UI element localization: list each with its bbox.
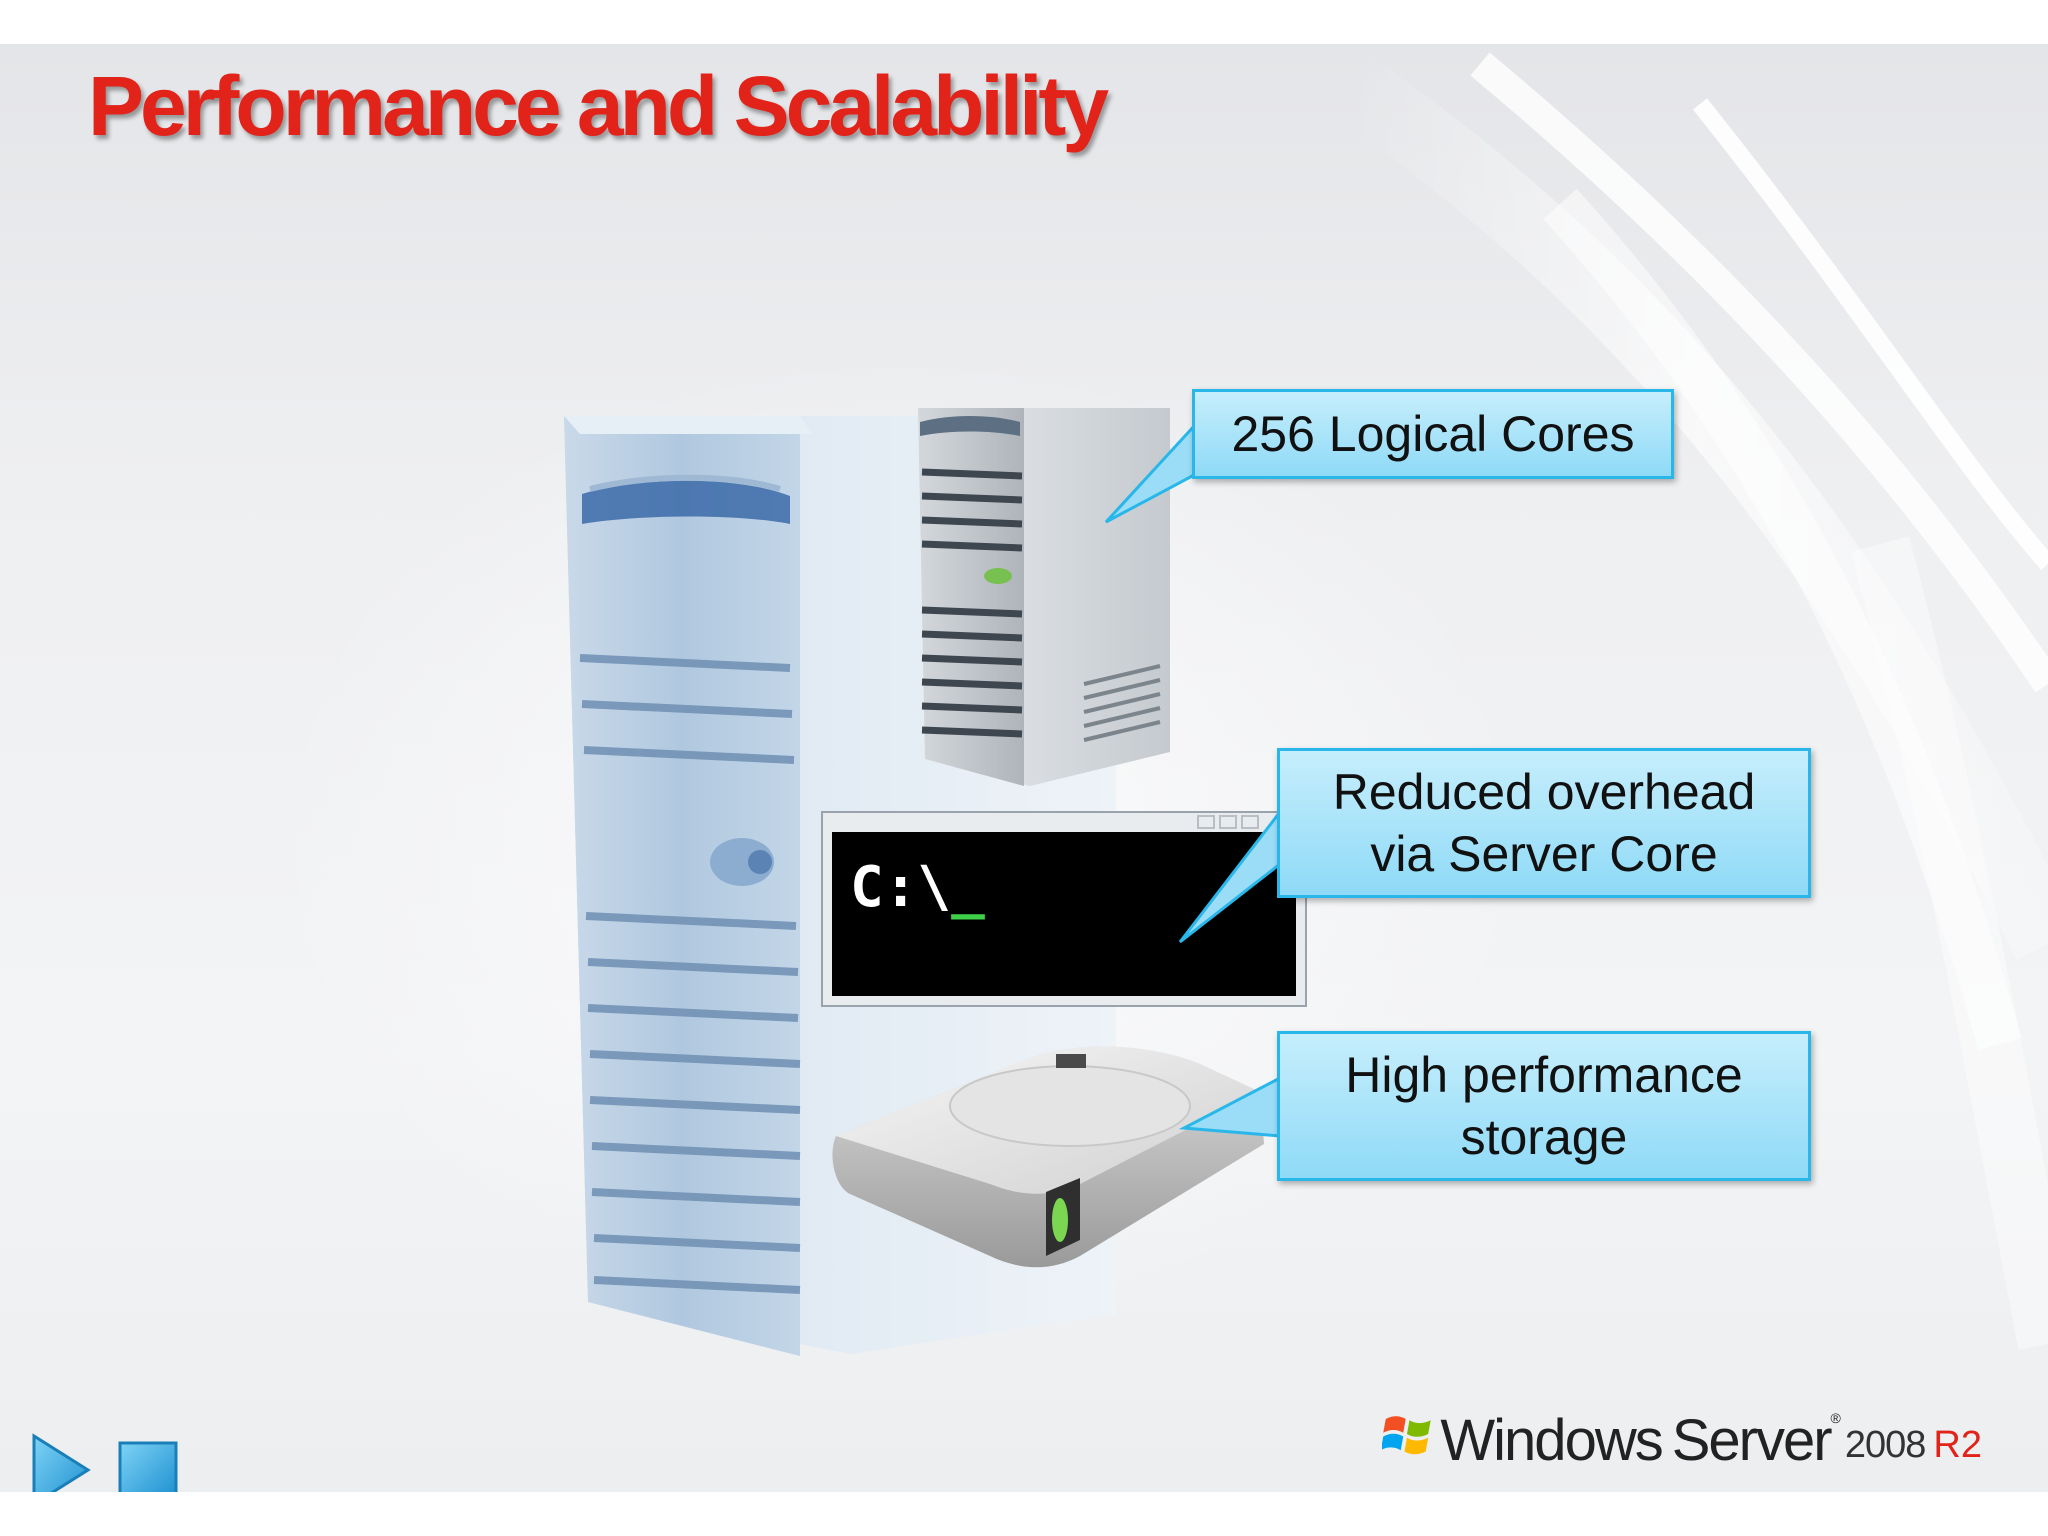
callout-text: storage: [1460, 1109, 1628, 1165]
slide-title: Performance and Scalability: [88, 59, 1109, 153]
logo-windows-text: Windows: [1440, 1408, 1663, 1473]
windows-flag-icon: [1382, 1416, 1431, 1455]
command-prompt-text: C:\_: [850, 855, 985, 920]
small-server: [918, 408, 1170, 786]
slide: Performance and Scalability: [0, 44, 2048, 1492]
callout-text: Reduced overhead: [1332, 764, 1756, 820]
logo-server-text: Server: [1671, 1408, 1833, 1473]
background-swoosh: [1329, 52, 2048, 1350]
server-illustration: C:\_: [564, 408, 1307, 1356]
callout-text: High performance: [1345, 1047, 1743, 1103]
logo-trademark: ®: [1830, 1410, 1841, 1426]
hard-disk-drive: [832, 1046, 1264, 1268]
windows-server-logo: Windows Server ® 2008 R2: [1382, 1380, 1982, 1476]
callout-storage: High performance storage: [1277, 1031, 1811, 1181]
callout-text: via Server Core: [1370, 826, 1718, 882]
play-icon[interactable]: [30, 1432, 92, 1492]
logo-version: 2008: [1844, 1424, 1927, 1466]
command-prompt-window: C:\_: [821, 811, 1307, 1007]
logo-release: R2: [1933, 1424, 1982, 1466]
callout-text: 256 Logical Cores: [1231, 406, 1635, 462]
callout-server-core: Reduced overhead via Server Core: [1277, 748, 1811, 898]
callout-logical-cores: 256 Logical Cores: [1192, 389, 1674, 479]
stop-icon[interactable]: [117, 1440, 179, 1492]
